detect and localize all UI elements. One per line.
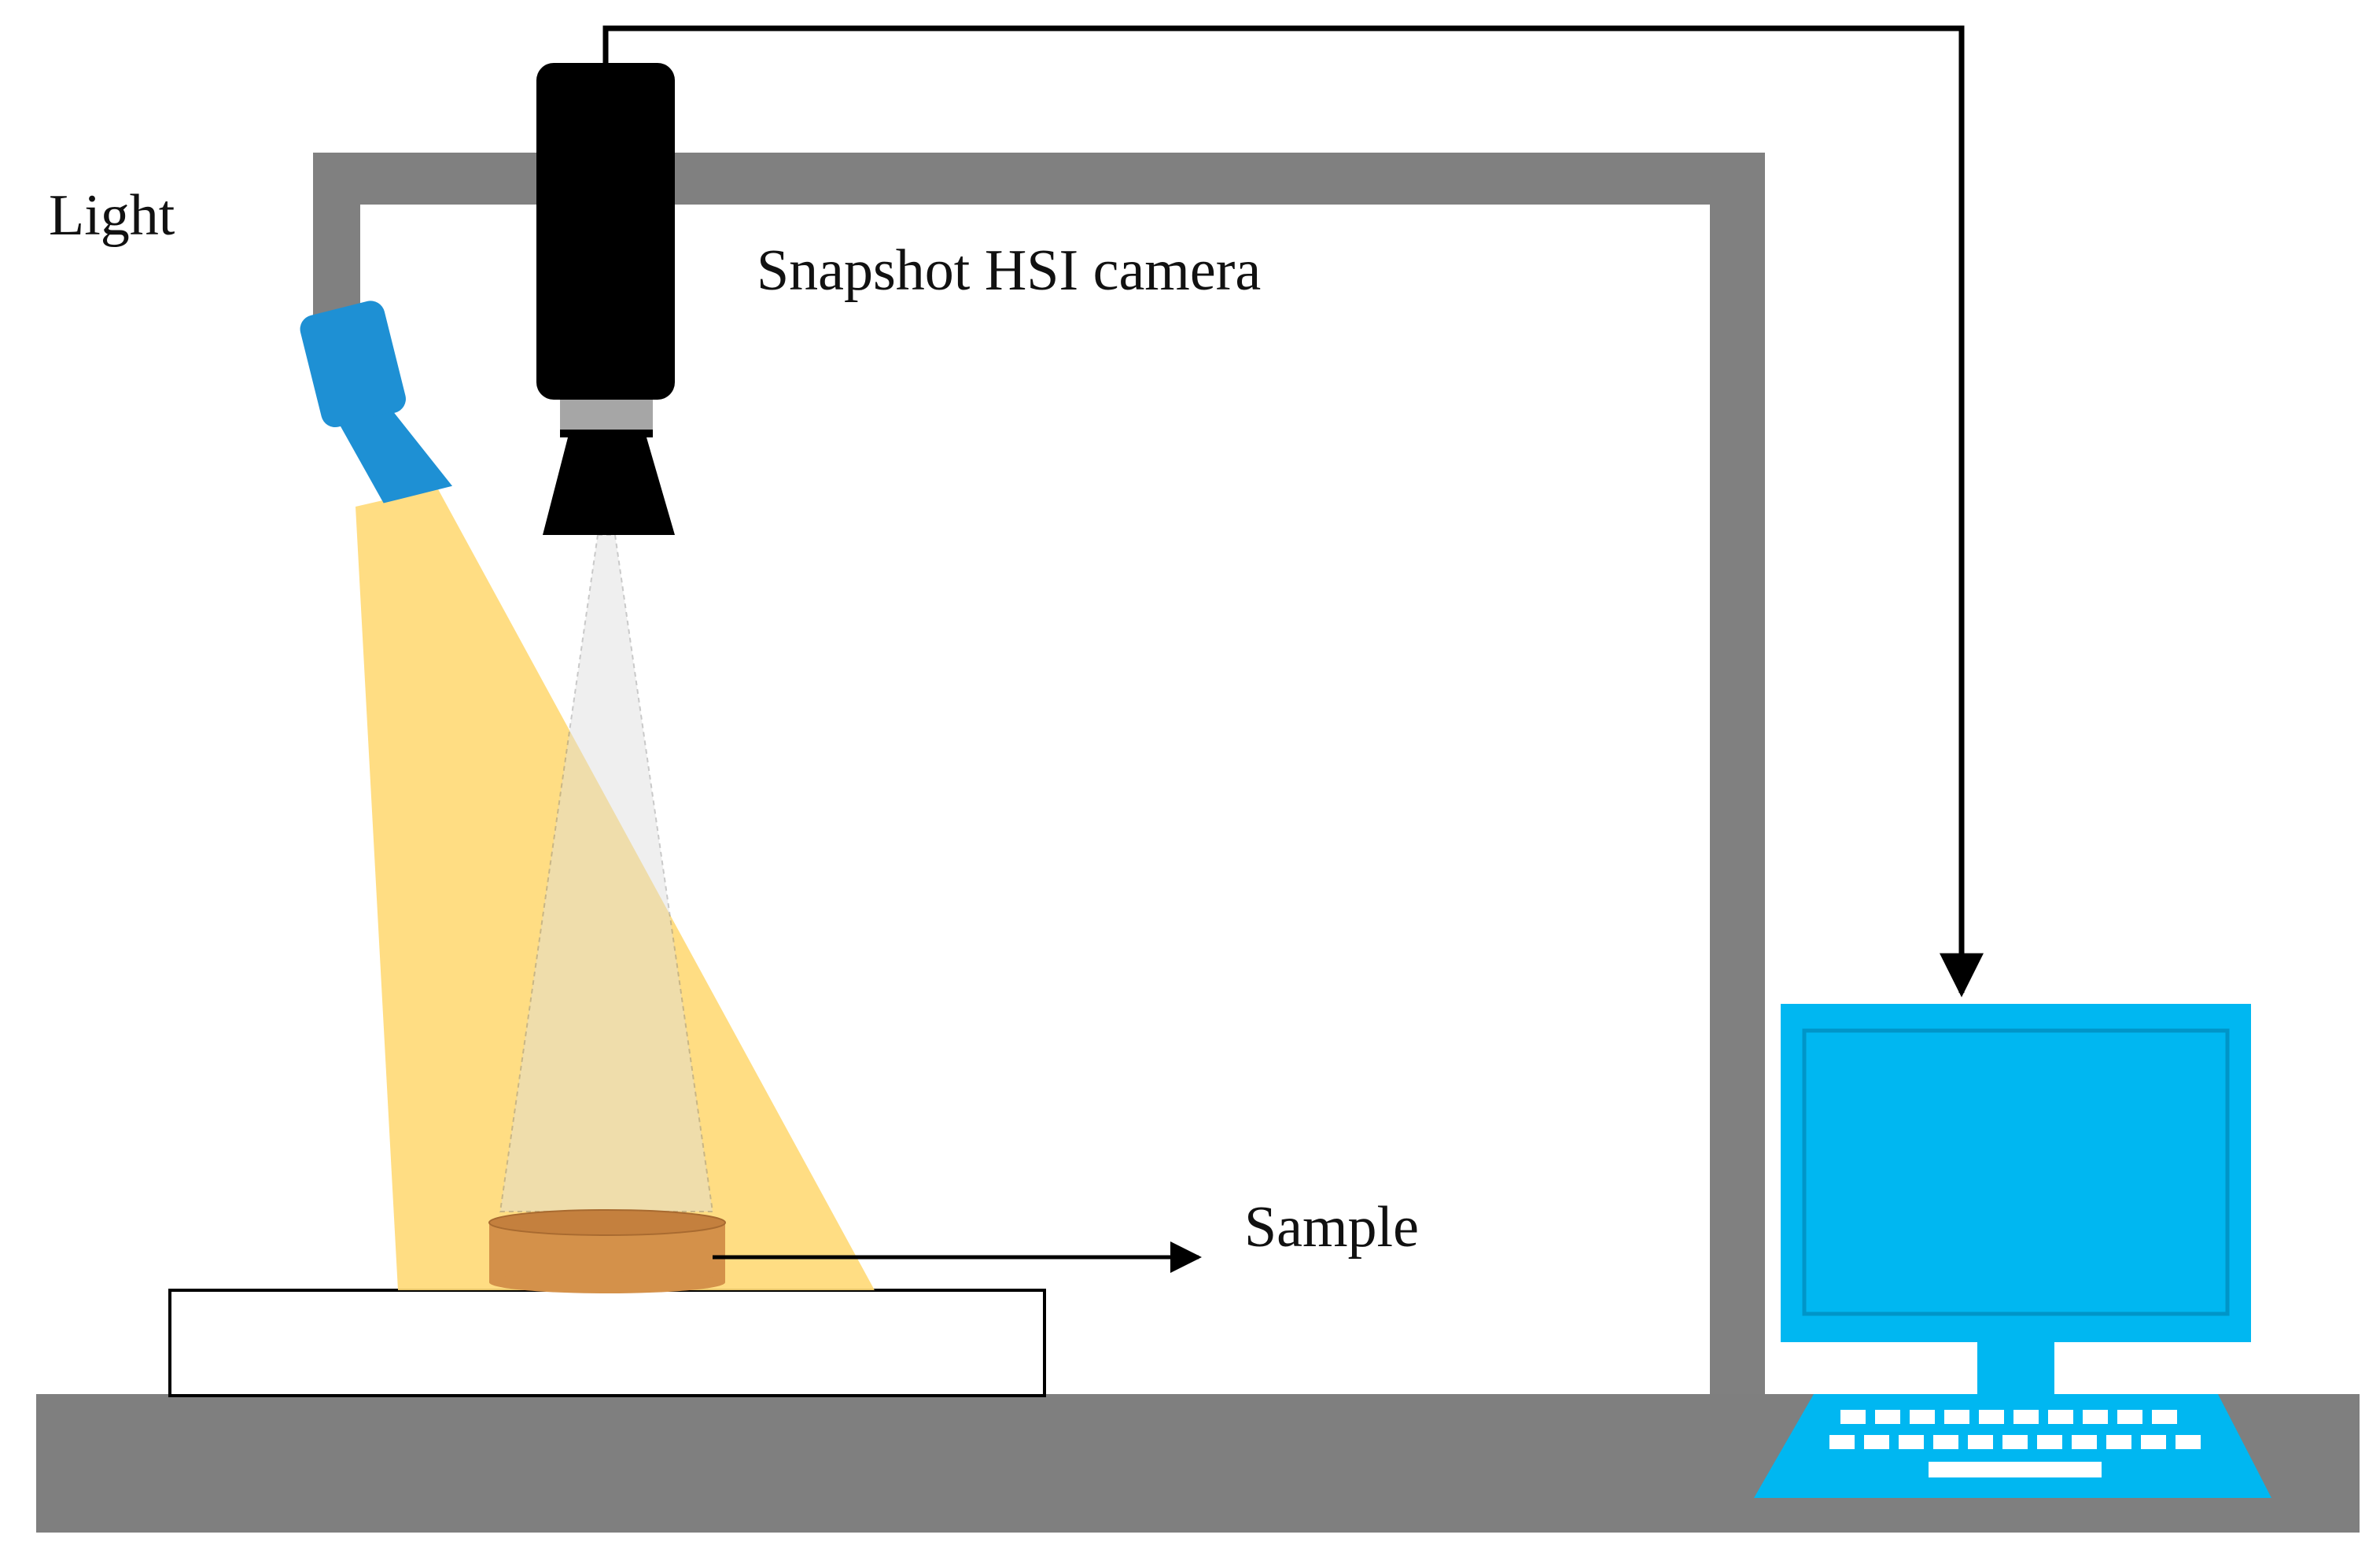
- key: [2176, 1435, 2201, 1449]
- camera-lens: [543, 437, 675, 535]
- key: [2141, 1435, 2166, 1449]
- frame-top-bar: [313, 153, 1765, 205]
- key: [1840, 1410, 1866, 1424]
- camera-ring-edge: [560, 430, 653, 437]
- key: [2152, 1410, 2177, 1424]
- key: [1864, 1435, 1889, 1449]
- sample-bottom: [489, 1271, 725, 1293]
- key: [1910, 1410, 1935, 1424]
- light-beam: [356, 488, 875, 1290]
- camera-label: Snapshot HSI camera: [757, 238, 1261, 303]
- key: [1933, 1435, 1958, 1449]
- light-label: Light: [49, 183, 175, 248]
- sample-top: [488, 1209, 726, 1236]
- frame-right-post: [1710, 153, 1765, 1404]
- key: [2037, 1435, 2062, 1449]
- lamp-nozzle: [339, 411, 453, 504]
- monitor-screen: [1802, 1028, 2230, 1316]
- key: [2048, 1410, 2073, 1424]
- key: [1829, 1435, 1855, 1449]
- camera-to-computer-line: [602, 25, 1984, 998]
- key: [2013, 1410, 2039, 1424]
- monitor-stand: [1977, 1342, 2054, 1396]
- key: [2106, 1435, 2131, 1449]
- key: [2002, 1435, 2028, 1449]
- key: [1944, 1410, 1969, 1424]
- key: [1979, 1410, 2004, 1424]
- key: [1875, 1410, 1900, 1424]
- computer: [1754, 1004, 2271, 1498]
- lamp-body: [300, 301, 406, 428]
- key: [1899, 1435, 1924, 1449]
- key: [1968, 1435, 1993, 1449]
- key: [2083, 1410, 2108, 1424]
- sample-dish: [488, 1209, 726, 1293]
- camera-ring: [560, 400, 653, 433]
- keyboard-keys: [1829, 1410, 2201, 1477]
- light-lamp: [300, 301, 453, 504]
- hsi-camera: [536, 63, 675, 535]
- key: [2117, 1410, 2142, 1424]
- camera-body: [536, 63, 675, 400]
- key: [2072, 1435, 2097, 1449]
- sample-label: Sample: [1244, 1195, 1419, 1260]
- sample-platform: [168, 1289, 1046, 1397]
- spacebar-key: [1929, 1462, 2102, 1477]
